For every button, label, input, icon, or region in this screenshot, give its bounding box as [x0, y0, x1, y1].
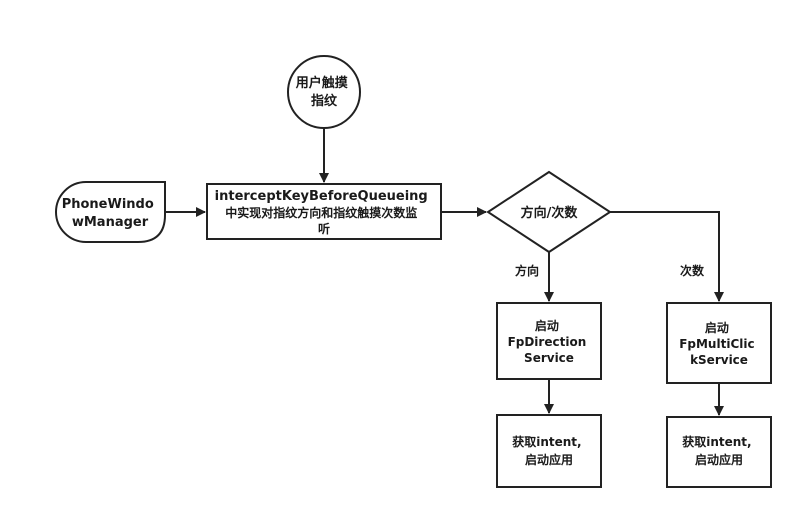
multiclick-result-label: 获取intent, 启动应用 — [681, 434, 756, 467]
source-node-label: PhoneWindo wManager — [62, 197, 159, 230]
process-node-label: interceptKeyBeforeQueueing 中实现对指纹方向和指纹触摸… — [215, 185, 434, 236]
direction-result-label: 获取intent, 启动应用 — [511, 434, 586, 467]
nodes — [55, 55, 772, 488]
multiclick-service-node — [666, 302, 772, 384]
edges — [165, 128, 724, 416]
direction-service-node — [496, 302, 602, 380]
source-node — [55, 181, 166, 243]
multiclick-result-node — [666, 416, 772, 488]
direction-result-node — [496, 414, 602, 488]
multiclick-service-label: 启动 FpMultiClic kService — [679, 320, 759, 367]
decision-node-label: 方向/次数 — [521, 205, 579, 221]
edge-labels: 方向 次数 — [515, 263, 705, 278]
direction-edge-label: 方向 — [515, 263, 539, 278]
direction-service-label: 启动 FpDirection Service — [508, 318, 591, 365]
start-node-label: 用户触摸 指纹 — [295, 75, 353, 109]
decision-node — [486, 170, 612, 254]
node-labels: 用户触摸 指纹 PhoneWindo wManager interceptKey… — [62, 75, 759, 467]
process-node — [206, 183, 442, 240]
start-node — [287, 55, 361, 129]
count-edge-label: 次数 — [680, 263, 705, 278]
edge-decision-to-count — [610, 211, 724, 302]
